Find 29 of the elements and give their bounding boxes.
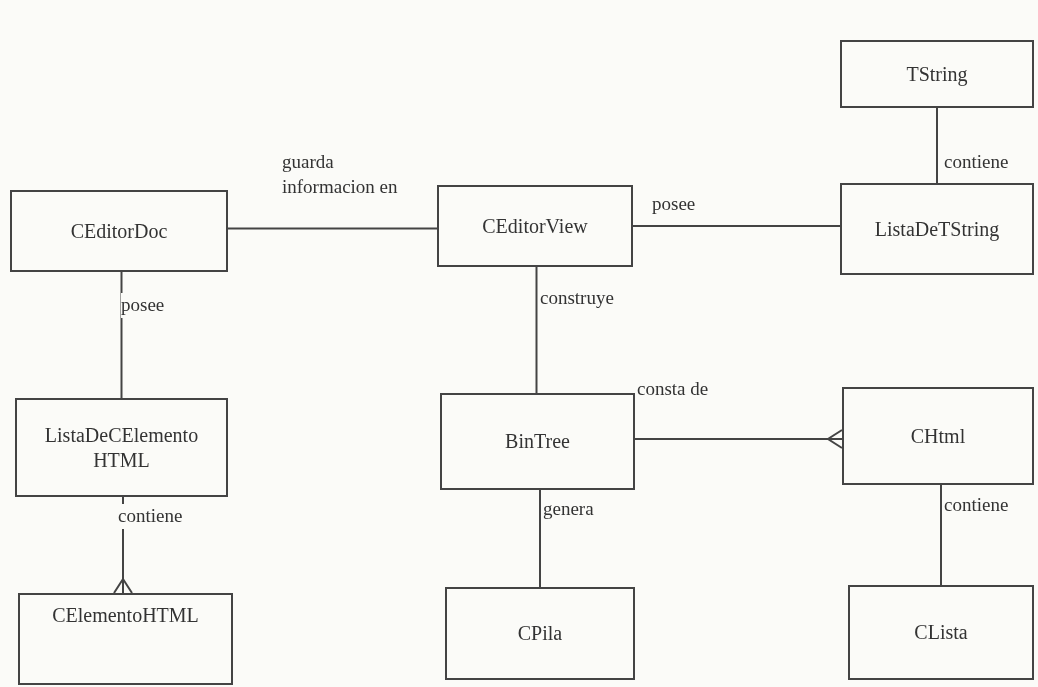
connector-line — [936, 107, 938, 184]
class-name: ListaDeTString — [874, 216, 1000, 242]
connector-line — [227, 227, 438, 230]
edge-label: posee — [121, 293, 165, 318]
class-name: CLista — [914, 620, 968, 645]
class-name: CEditorDoc — [70, 218, 168, 244]
class-name: BinTree — [505, 429, 570, 454]
class-name: ListaDeCElemento HTML — [43, 422, 200, 473]
class-box — [445, 587, 635, 680]
class-box — [437, 185, 633, 267]
class-box — [842, 387, 1034, 485]
connector-line — [535, 266, 538, 394]
connector-line — [940, 484, 942, 586]
class-name: CHtml — [910, 423, 966, 449]
class-box — [848, 585, 1034, 680]
class-box — [18, 593, 233, 685]
class-box — [10, 190, 228, 272]
class-name: CElementoHTML — [52, 603, 199, 628]
connector-line — [539, 489, 541, 588]
class-box — [840, 183, 1034, 275]
class-name: CEditorView — [482, 213, 588, 239]
class-box — [440, 393, 635, 490]
class-box — [840, 40, 1034, 108]
class-name: CPila — [517, 621, 563, 646]
connector-line — [632, 225, 841, 227]
class-name: TString — [906, 61, 968, 87]
edge-label: contiene — [118, 504, 183, 529]
class-box — [15, 398, 228, 497]
connector-line — [634, 429, 843, 449]
